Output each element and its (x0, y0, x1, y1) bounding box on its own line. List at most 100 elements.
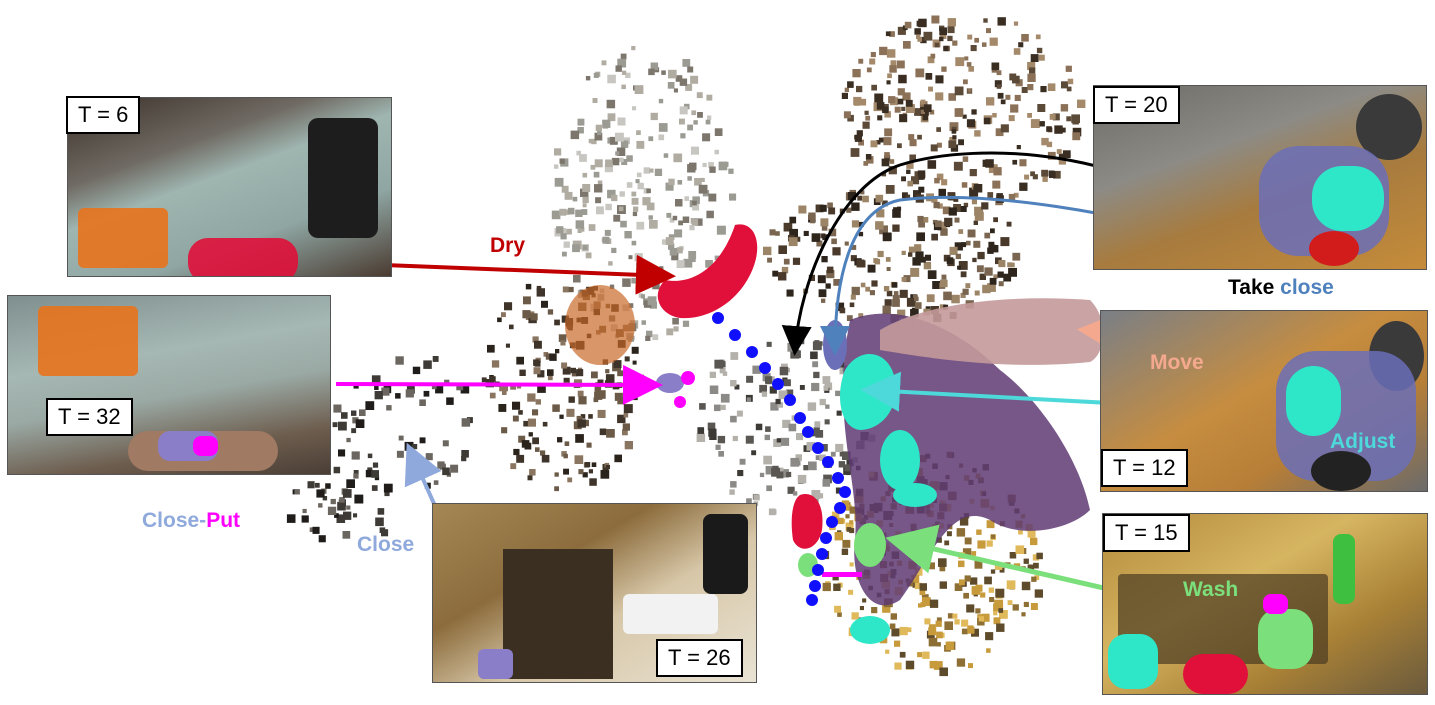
scatter-point (557, 437, 563, 443)
scatter-point (577, 390, 584, 397)
scatter-point (971, 551, 977, 556)
scatter-point (847, 192, 857, 201)
scatter-point (624, 231, 632, 239)
scatter-point (773, 438, 782, 447)
scatter-point (333, 404, 342, 413)
scatter-point (374, 391, 383, 400)
scatter-point (786, 389, 794, 397)
dry-region-small (791, 494, 823, 549)
scatter-point (586, 442, 592, 448)
scatter-point (974, 130, 981, 137)
close-region (656, 373, 684, 393)
close-put-close: Close- (142, 509, 207, 532)
scatter-point (982, 42, 987, 47)
scatter-point (1072, 127, 1082, 137)
scatter-point (423, 390, 430, 397)
scatter-point (617, 58, 627, 68)
scatter-point (510, 463, 517, 470)
scatter-point (1018, 529, 1023, 535)
scatter-point (682, 320, 690, 327)
scatter-point (628, 372, 638, 382)
scatter-point (765, 466, 775, 475)
close-put-put: Put (206, 509, 241, 532)
scatter-point (906, 161, 914, 169)
scatter-point (675, 199, 683, 207)
scatter-point (779, 366, 789, 376)
scatter-point (889, 623, 896, 630)
scatter-point (867, 264, 876, 273)
scatter-point (534, 360, 541, 367)
scatter-point (837, 612, 842, 617)
scatter-point (720, 393, 730, 403)
scatter-point (944, 217, 953, 227)
scatter-point (882, 305, 891, 314)
scatter-point (649, 220, 658, 229)
scatter-point (891, 628, 900, 637)
trajectory-point (746, 346, 758, 358)
scatter-point (936, 642, 941, 647)
scatter-point (294, 489, 300, 495)
scatter-point (978, 616, 984, 622)
scatter-point (925, 73, 933, 80)
scatter-point (716, 225, 726, 235)
scatter-point (677, 180, 683, 185)
scatter-point (602, 119, 611, 128)
scatter-point (581, 209, 588, 215)
scatter-point (693, 120, 698, 125)
scatter-point (894, 640, 901, 647)
scatter-point (875, 221, 884, 230)
scatter-point (607, 189, 616, 199)
scatter-point (999, 610, 1008, 619)
scatter-point (501, 427, 508, 434)
scatter-point (999, 567, 1005, 573)
scatter-point (851, 612, 859, 620)
scatter-point (730, 352, 739, 360)
scatter-point (1024, 174, 1030, 180)
scatter-point (527, 393, 536, 402)
scatter-point (678, 220, 683, 226)
scatter-point (943, 291, 952, 301)
dry-label: Dry (490, 234, 526, 257)
scatter-point (1047, 151, 1056, 160)
scatter-point (849, 520, 854, 525)
scatter-point (956, 658, 966, 667)
scatter-point (597, 409, 606, 418)
scatter-point (862, 195, 869, 203)
scatter-point (769, 386, 777, 394)
scatter-point (668, 178, 675, 186)
red-mask (1183, 654, 1248, 694)
scatter-point (954, 86, 964, 96)
scatter-point (673, 153, 683, 163)
scatter-point (580, 414, 586, 419)
scatter-point (312, 526, 320, 534)
scatter-point (663, 153, 669, 158)
scatter-point (384, 490, 390, 497)
take-close-label: Take close (1228, 276, 1334, 300)
scatter-point (901, 176, 906, 182)
scatter-point (884, 152, 890, 158)
scatter-point (879, 225, 888, 235)
scatter-point (582, 184, 591, 192)
scatter-point (974, 211, 984, 221)
scatter-point (786, 289, 794, 297)
scatter-point (844, 241, 849, 246)
scatter-point (631, 197, 639, 205)
scatter-point (958, 139, 964, 146)
scatter-point (789, 228, 798, 238)
scatter-point (631, 346, 639, 354)
scatter-point (989, 37, 998, 46)
scatter-point (561, 185, 569, 193)
scatter-point (605, 374, 615, 383)
scatter-point (897, 98, 904, 105)
scatter-point (561, 451, 567, 457)
scatter-point (928, 562, 935, 570)
scatter-point (614, 454, 622, 463)
scatter-point (784, 379, 791, 387)
scatter-point (730, 415, 737, 423)
scatter-point (1077, 99, 1086, 108)
scatter-point (708, 162, 714, 168)
scatter-point (626, 182, 633, 188)
scatter-point (818, 289, 827, 298)
scatter-point (826, 266, 834, 274)
scatter-point (914, 244, 922, 252)
